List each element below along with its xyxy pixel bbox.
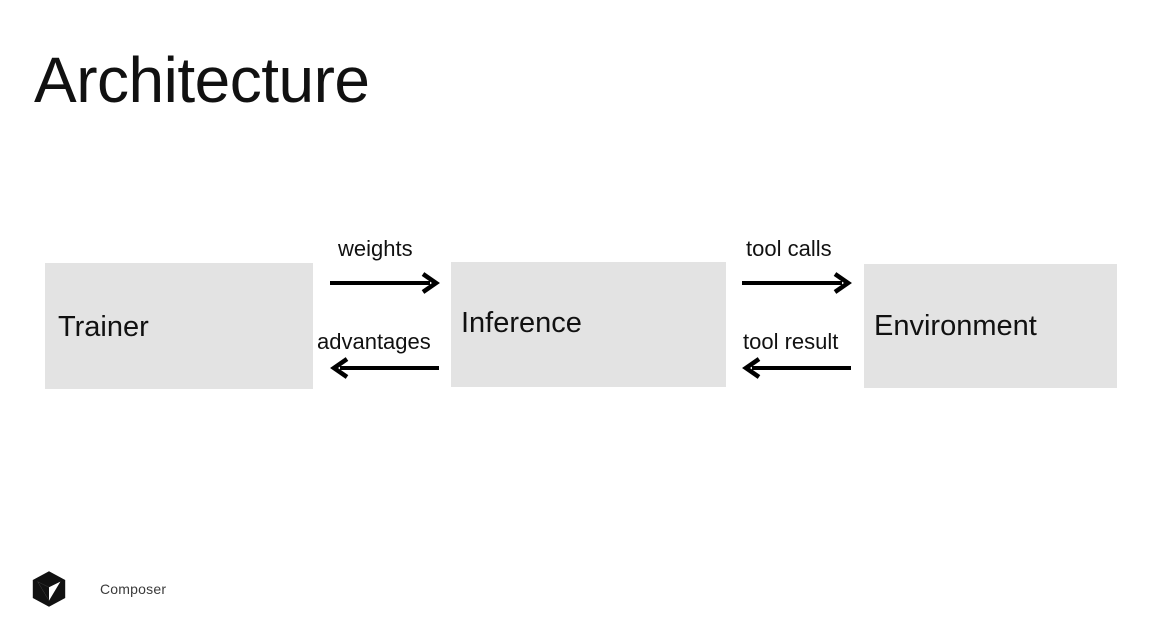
footer-brand: Composer <box>31 570 166 608</box>
edge-label-tool-calls: tool calls <box>744 236 834 262</box>
diagram-node-environment: Environment <box>864 264 1117 388</box>
arrow-right-tool-calls-icon <box>742 272 852 294</box>
diagram-node-inference: Inference <box>451 262 726 387</box>
edge-label-tool-result: tool result <box>741 329 841 355</box>
node-label: Inference <box>461 306 582 339</box>
node-label: Trainer <box>58 311 149 343</box>
diagram-node-trainer: Trainer <box>45 263 313 389</box>
node-label: Environment <box>874 310 1037 342</box>
edge-label-advantages: advantages <box>315 329 433 355</box>
page-title: Architecture <box>34 44 370 116</box>
composer-cube-icon <box>32 571 66 607</box>
brand-name: Composer <box>100 581 167 597</box>
edge-label-weights: weights <box>336 236 415 262</box>
arrow-left-advantages-icon <box>330 357 439 379</box>
arrow-right-weights-icon <box>330 272 440 294</box>
arrow-left-tool-result-icon <box>742 357 851 379</box>
